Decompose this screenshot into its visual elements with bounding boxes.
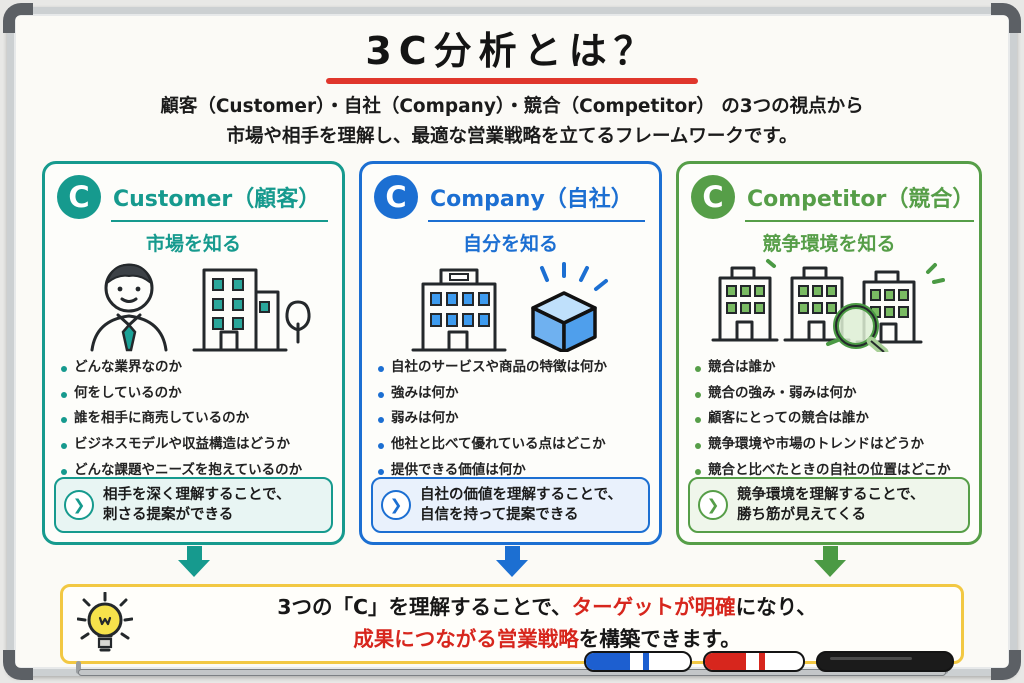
company-title-underline: Company（自社） bbox=[428, 175, 645, 223]
customer-down-arrow bbox=[42, 546, 346, 581]
board-content: 3C分析とは？ 顧客（Customer）・自社（Company）・競合（Comp… bbox=[14, 16, 1010, 669]
callout-line2: 自信を持って提案できる bbox=[420, 506, 579, 523]
bullet-item: 競合は誰か bbox=[695, 355, 969, 381]
chevron-right-icon: ❯ bbox=[698, 489, 728, 520]
company-bullet-list: 自社のサービスや商品の特徴は何か 強みは何か 弱みは何か 他社と比べて優れている… bbox=[362, 353, 659, 483]
competitor-c-badge: C bbox=[691, 175, 735, 220]
frame-corner-top-left bbox=[3, 3, 33, 33]
summary-line2: 成果につながる営業戦略を構築できます。 bbox=[147, 624, 947, 656]
summary-text: 3つの「C」を理解することで、ターゲットが明確になり、 成果につながる営業戦略を… bbox=[147, 592, 947, 656]
bullet-item: 競争環境や市場のトレンドはどうか bbox=[695, 432, 969, 458]
title-underline bbox=[326, 78, 698, 84]
company-down-arrow bbox=[360, 546, 664, 581]
callout-line2: 勝ち筋が見えてくる bbox=[737, 506, 867, 523]
competitor-header: C Competitor（競合） bbox=[679, 164, 979, 223]
buildings-and-magnifier-icon bbox=[711, 258, 945, 352]
customer-callout-text: 相手を深く理解することで、 刺さる提案ができる bbox=[103, 485, 290, 526]
bullet-item: どんな課題やニーズを抱えているのか bbox=[61, 458, 332, 484]
bullet-item: 強みは何か bbox=[378, 381, 649, 407]
summary-line2-tail: を構築できます。 bbox=[578, 627, 741, 652]
marker-tray bbox=[78, 669, 946, 676]
competitor-illustration bbox=[679, 256, 979, 353]
chevron-right-icon: ❯ bbox=[64, 489, 94, 520]
bullet-item: 何をしているのか bbox=[61, 381, 332, 407]
customer-title: Customer（顧客） bbox=[113, 187, 321, 213]
callout-line1: 自社の価値を理解することで、 bbox=[420, 486, 622, 503]
summary-line1-red: ターゲットが明確 bbox=[571, 595, 736, 620]
company-illustration bbox=[362, 256, 659, 353]
customer-c-badge: C bbox=[57, 175, 101, 220]
competitor-bullet-list: 競合は誰か 競合の強み・弱みは何か 顧客にとっての競合は誰か 競争環境や市場のト… bbox=[679, 353, 979, 483]
competitor-callout-text: 競争環境を理解することで、 勝ち筋が見えてくる bbox=[737, 485, 924, 526]
summary-box: 3つの「C」を理解することで、ターゲットが明確になり、 成果につながる営業戦略を… bbox=[60, 584, 964, 665]
panels-row: C Customer（顧客） 市場を知る bbox=[14, 161, 1010, 546]
red-marker-icon bbox=[703, 651, 805, 672]
bullet-item: 競合の強み・弱みは何か bbox=[695, 381, 969, 407]
company-subtitle: 自分を知る bbox=[462, 233, 558, 256]
chevron-right-icon: ❯ bbox=[381, 489, 411, 520]
bullet-item: 顧客にとっての競合は誰か bbox=[695, 406, 969, 432]
subtitle-line1: 顧客（Customer）・自社（Company）・競合（Competitor） … bbox=[160, 96, 864, 117]
panel-company: C Company（自社） 自分を知る bbox=[359, 161, 662, 546]
building-and-cube-icon bbox=[411, 261, 608, 352]
customer-callout: ❯ 相手を深く理解することで、 刺さる提案ができる bbox=[54, 476, 333, 534]
callout-line2: 刺さる提案ができる bbox=[103, 506, 234, 523]
bullet-item: ビジネスモデルや収益構造はどうか bbox=[61, 432, 332, 458]
customer-header: C Customer（顧客） bbox=[45, 164, 342, 223]
callout-line1: 競争環境を理解することで、 bbox=[737, 486, 925, 503]
bullet-item: 提供できる価値は何か bbox=[378, 458, 649, 484]
competitor-subtitle: 競争環境を知る bbox=[762, 233, 896, 256]
lightbulb-icon bbox=[77, 592, 133, 652]
blue-marker-icon bbox=[584, 651, 692, 672]
summary-line1-black: 3つの「C」を理解することで、 bbox=[277, 595, 572, 620]
summary-line1-tail: になり、 bbox=[735, 595, 817, 620]
customer-illustration bbox=[45, 256, 342, 353]
panel-competitor: C Competitor（競合） 競争環境を知る bbox=[676, 161, 982, 546]
summary-line2-red: 成果につながる営業戦略 bbox=[353, 627, 579, 652]
panel-customer: C Customer（顧客） 市場を知る bbox=[42, 161, 345, 546]
customer-subtitle: 市場を知る bbox=[145, 233, 241, 256]
company-callout: ❯ 自社の価値を理解することで、 自信を持って提案できる bbox=[371, 476, 650, 534]
company-c-badge: C bbox=[374, 175, 418, 220]
customer-title-underline: Customer（顧客） bbox=[111, 175, 328, 223]
competitor-title-underline: Competitor（競合） bbox=[745, 175, 975, 223]
competitor-title: Competitor（競合） bbox=[747, 187, 975, 213]
markers bbox=[584, 651, 954, 672]
tray-hook-left bbox=[76, 661, 81, 674]
person-and-building-icon bbox=[90, 263, 311, 352]
bullet-item: 誰を相手に商売しているのか bbox=[61, 406, 332, 432]
page-title: 3C分析とは？ bbox=[365, 29, 659, 73]
bullet-item: 競合と比べたときの自社の位置はどこか bbox=[695, 458, 969, 484]
competitor-callout: ❯ 競争環境を理解することで、 勝ち筋が見えてくる bbox=[688, 476, 970, 534]
frame-corner-bottom-left bbox=[3, 650, 33, 680]
black-marker-icon bbox=[816, 651, 954, 672]
bullet-item: 自社のサービスや商品の特徴は何か bbox=[378, 355, 649, 381]
callout-line1: 相手を深く理解することで、 bbox=[103, 486, 291, 503]
company-title: Company（自社） bbox=[430, 187, 633, 213]
bullet-item: どんな業界なのか bbox=[61, 355, 332, 381]
subtitle-line2: 市場や相手を理解し、最適な営業戦略を立てるフレームワークです。 bbox=[226, 125, 798, 147]
frame-corner-top-right bbox=[991, 3, 1021, 33]
competitor-down-arrow bbox=[678, 546, 982, 581]
customer-bullet-list: どんな業界なのか 何をしているのか 誰を相手に商売しているのか ビジネスモデルや… bbox=[45, 353, 342, 483]
arrows-row bbox=[14, 546, 1010, 581]
company-header: C Company（自社） bbox=[362, 164, 659, 223]
bullet-item: 弱みは何か bbox=[378, 406, 649, 432]
summary-line1: 3つの「C」を理解することで、ターゲットが明確になり、 bbox=[147, 592, 947, 624]
frame-corner-bottom-right bbox=[991, 650, 1021, 680]
bullet-item: 他社と比べて優れている点はどこか bbox=[378, 432, 649, 458]
board-subtitle: 顧客（Customer）・自社（Company）・競合（Competitor） … bbox=[14, 92, 1010, 151]
company-callout-text: 自社の価値を理解することで、 自信を持って提案できる bbox=[420, 485, 622, 526]
